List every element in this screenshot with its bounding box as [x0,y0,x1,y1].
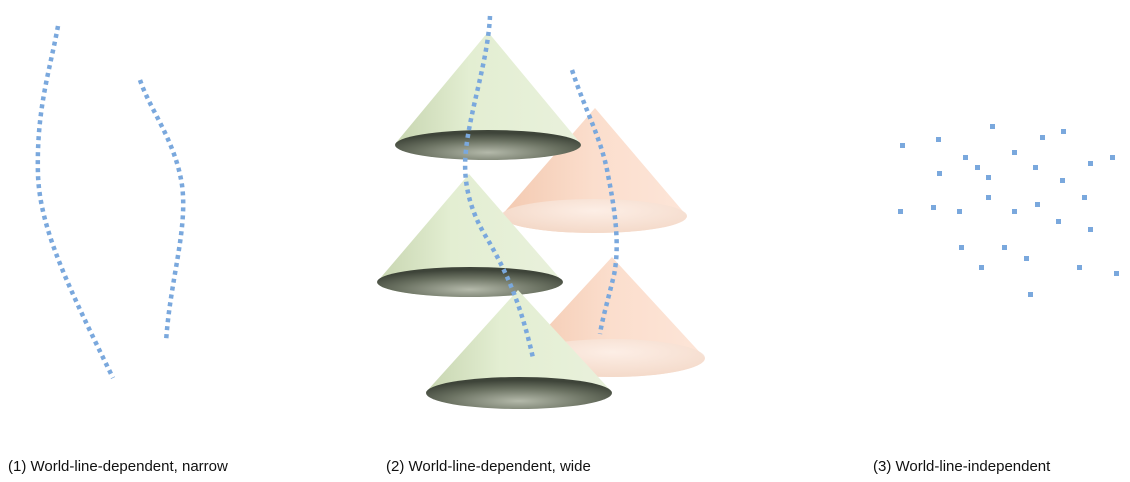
event-point [975,165,980,170]
event-point [898,209,903,214]
event-point [936,137,941,142]
event-point [1035,202,1040,207]
event-point [1060,178,1065,183]
event-point [1077,265,1082,270]
event-point [937,171,942,176]
event-point [990,124,995,129]
event-point [963,155,968,160]
green-cone-middle [377,174,563,297]
event-point [979,265,984,270]
event-point [931,205,936,210]
event-point [1056,219,1061,224]
caption-independent: (3) World-line-independent [873,458,1051,475]
event-point [1040,135,1045,140]
event-point [1012,150,1017,155]
event-point [1002,245,1007,250]
world-line-left [35,25,116,379]
caption-wide: (2) World-line-dependent, wide [386,458,591,475]
event-point [1061,129,1066,134]
event-point [1028,292,1033,297]
caption-narrow: (1) World-line-dependent, narrow [8,458,228,475]
green-cone-bottom [426,290,612,409]
event-point [1082,195,1087,200]
panel-1-world-lines [35,25,186,379]
peach-cone-top [501,108,687,233]
event-point [1088,161,1093,166]
panel-3-events [898,124,1119,297]
event-point [1110,155,1115,160]
event-point [900,143,905,148]
world-line-green [462,15,536,359]
world-line-right [137,79,186,343]
event-point [1012,209,1017,214]
event-point [986,195,991,200]
green-cone-top [395,32,581,160]
panel-2-cones [377,15,705,409]
event-point [1088,227,1093,232]
event-point [1114,271,1119,276]
event-point [986,175,991,180]
event-point [959,245,964,250]
event-point [1033,165,1038,170]
event-point [957,209,962,214]
event-point [1024,256,1029,261]
